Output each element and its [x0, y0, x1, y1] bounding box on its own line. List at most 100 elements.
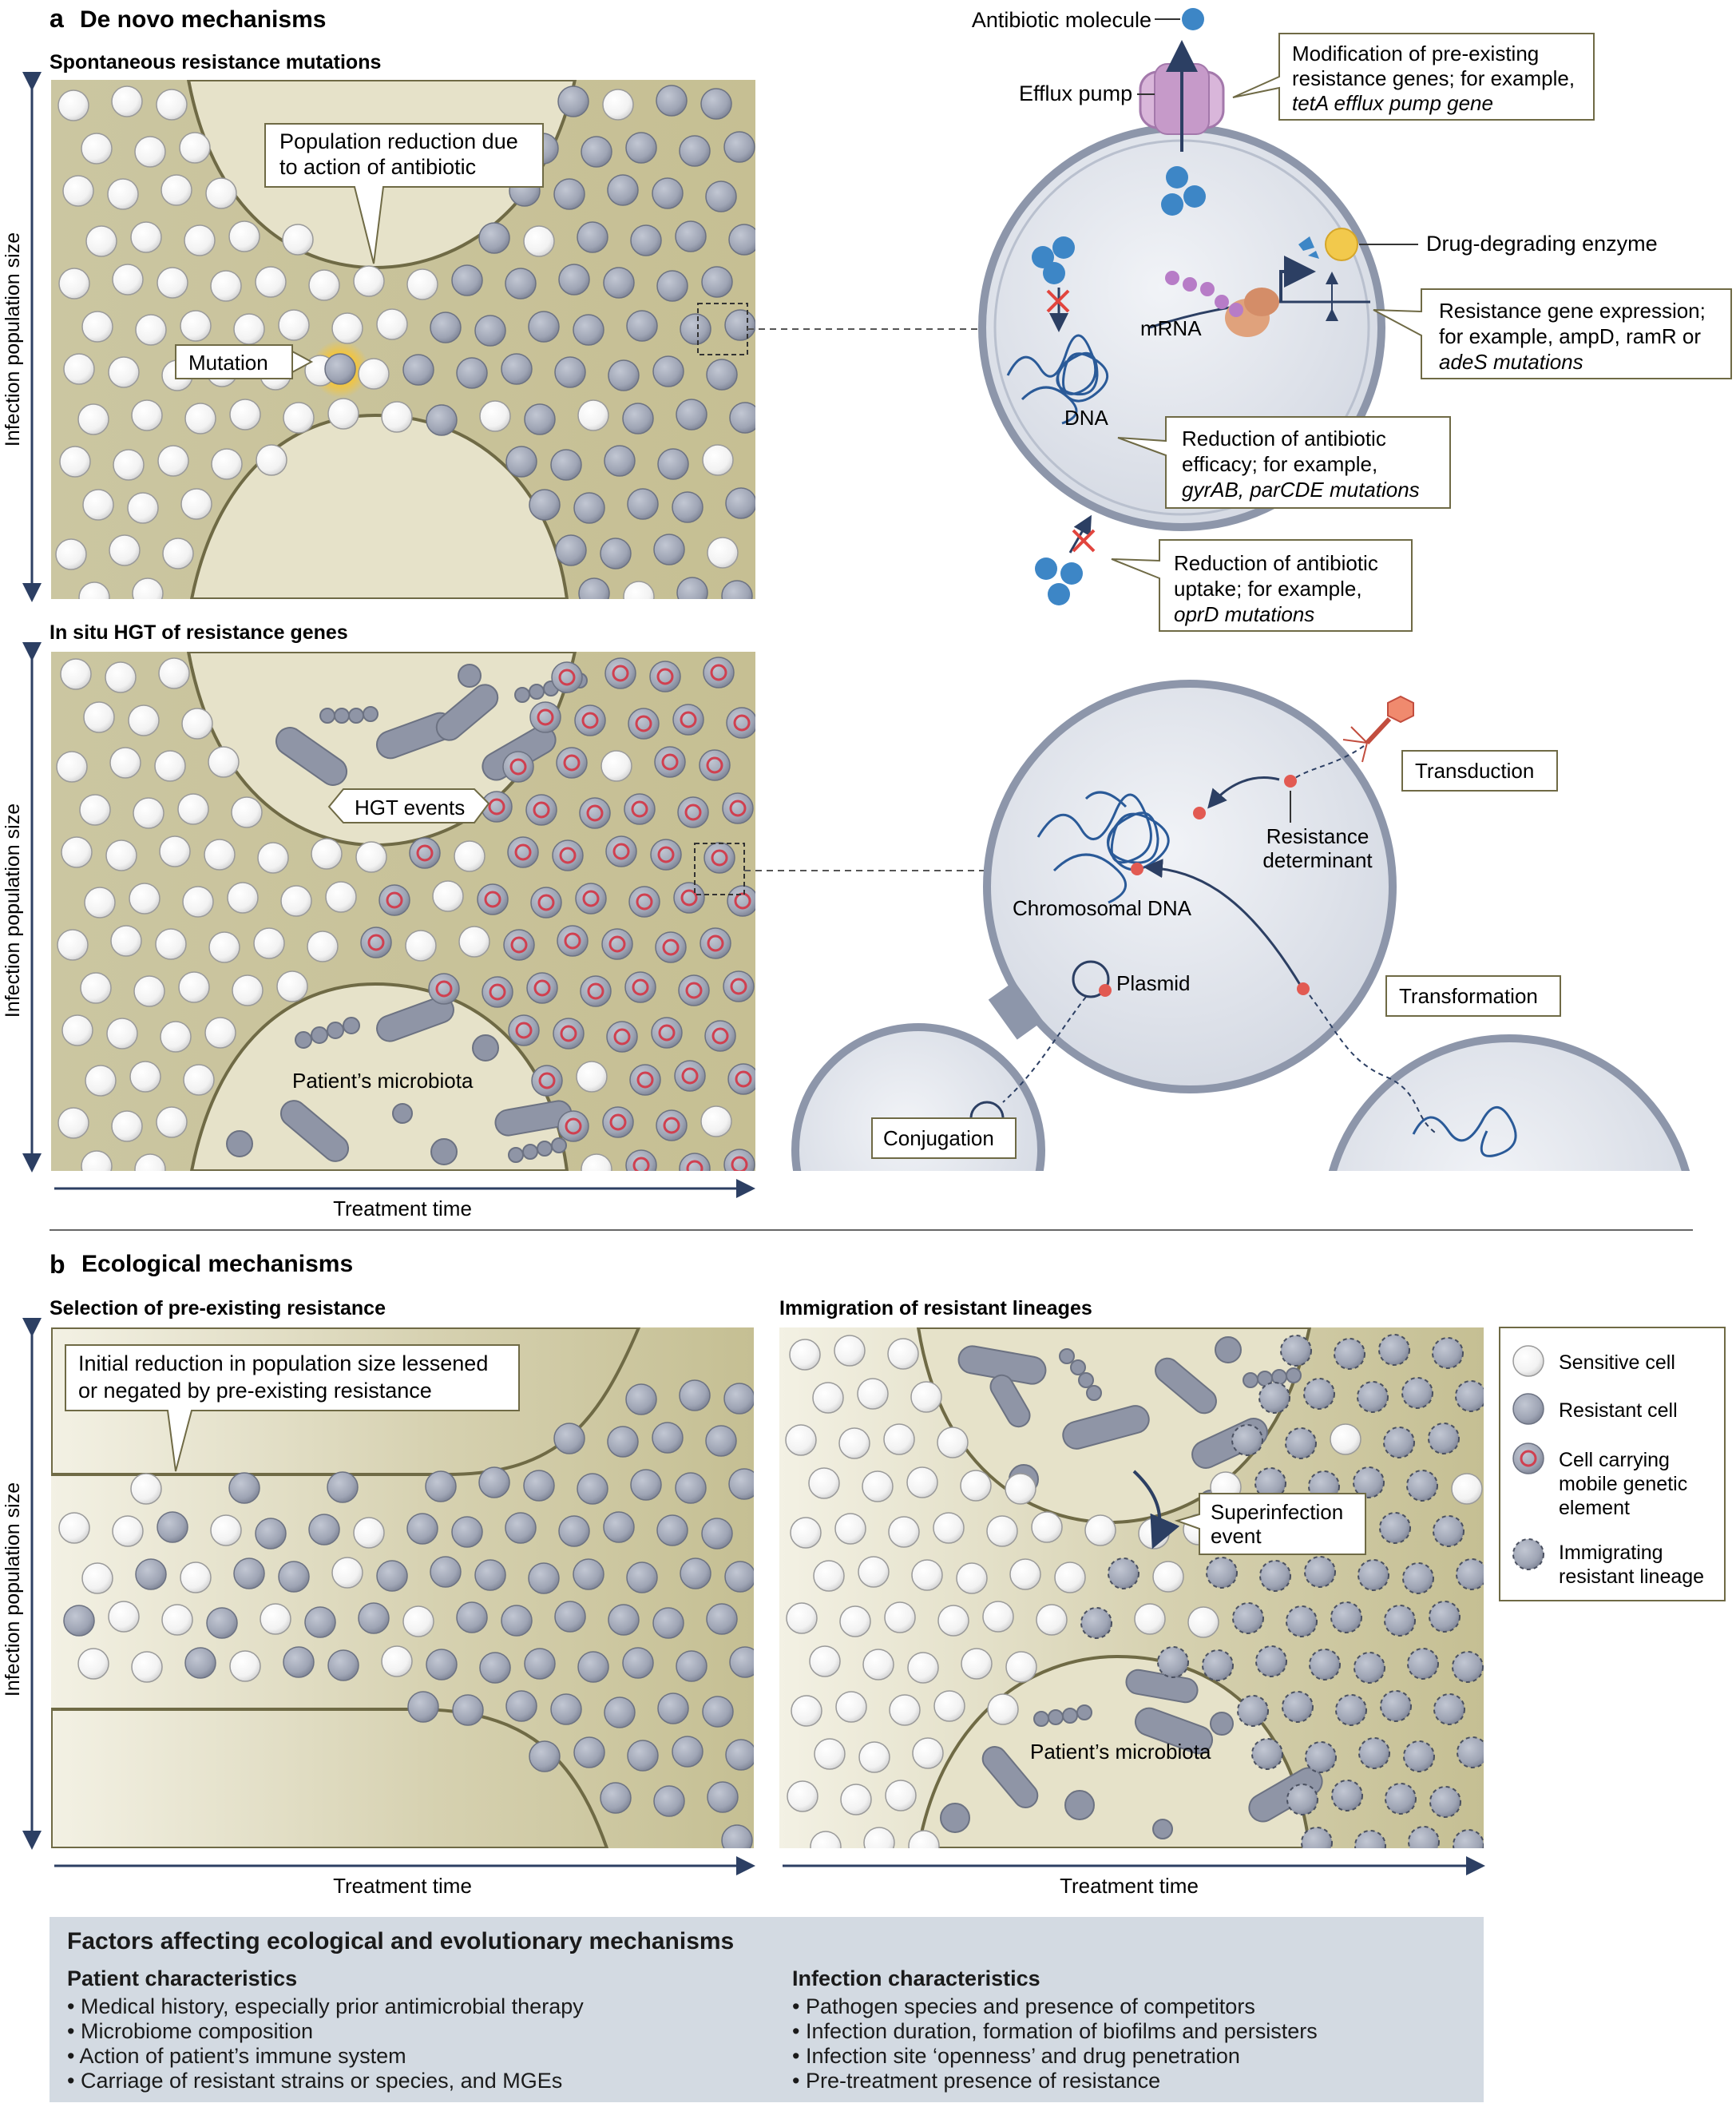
infection-heading: Infection characteristics [792, 1966, 1040, 1990]
mge-ring [612, 665, 629, 682]
resistant-cell [625, 132, 657, 164]
immigrating-cell [1231, 1424, 1263, 1456]
immigrating-cell [1331, 1780, 1363, 1811]
sensitive-cell [131, 399, 163, 431]
immigrating-cell [1305, 1741, 1337, 1773]
resistant-cell [679, 1379, 711, 1411]
mge-ring [685, 982, 703, 999]
mge-ring [586, 804, 604, 822]
sensitive-cell [81, 311, 113, 343]
resistant-cell [426, 404, 458, 436]
mge-ring [515, 1022, 533, 1039]
resistant-cell [701, 1518, 733, 1550]
reduction-callout [264, 123, 544, 264]
sensitive-cell [57, 89, 89, 121]
legend-sensitive-label: Sensitive cell [1559, 1351, 1675, 1374]
resistant-cell [577, 1473, 608, 1505]
factors-box: Factors affecting ecological and evoluti… [50, 1917, 1484, 2102]
hgt-events-callout [327, 788, 490, 823]
mge-ring [488, 798, 505, 815]
transduction-label: Transduction [1415, 759, 1534, 783]
sensitive-cell [59, 446, 91, 478]
resistant-cell [729, 1646, 754, 1678]
immigrating-cell [1303, 1378, 1335, 1410]
immigrating-cell [1202, 1649, 1234, 1681]
mge-ring [711, 1027, 729, 1045]
mge-cell [503, 929, 535, 961]
resistant-cell [724, 1561, 754, 1593]
patient-item: Microbiome composition [67, 2019, 770, 2044]
mge-cell [624, 971, 656, 1003]
mge-cell [726, 707, 755, 739]
resistant-cell [724, 309, 755, 341]
sensitive-cell [156, 89, 188, 121]
resistant-cell [675, 1472, 707, 1504]
mge-cell [674, 1060, 706, 1092]
sensitive-cell [83, 701, 115, 733]
legend-resistant-icon [1512, 1393, 1544, 1425]
immigrating-cell [1157, 1646, 1189, 1678]
resistant-cell [228, 1472, 260, 1504]
sensitive-cell [179, 132, 211, 164]
resistant-cell [505, 1512, 537, 1544]
x-axis-a2-label: Treatment time [333, 1196, 472, 1220]
sensitive-cell [907, 1652, 939, 1684]
sensitive-cell [577, 399, 609, 431]
sensitive-cell [1152, 1561, 1184, 1593]
sensitive-cell [109, 534, 141, 566]
panel-b-title: Ecological mechanisms [81, 1251, 353, 1277]
sensitive-cell [707, 537, 739, 569]
infection-item: Infection site ‘openness’ and drug penet… [792, 2044, 1495, 2069]
mge-cell [677, 796, 709, 828]
sensitive-cell [888, 1516, 920, 1548]
expression-line1: Resistance gene expression; [1439, 299, 1706, 323]
resistant-cell [721, 1824, 753, 1848]
resistant-cell [63, 1605, 95, 1637]
immigrating-cell [1259, 1560, 1291, 1592]
resistant-cell [700, 88, 732, 120]
resistant-cell [573, 1736, 605, 1768]
sensitive-cell [56, 751, 88, 783]
sensitive-cell [933, 1512, 965, 1544]
sensitive-cell [112, 1515, 144, 1547]
sensitive-cell [1054, 1561, 1086, 1593]
mge-ring [681, 1067, 699, 1085]
immigrating-cell [1285, 1427, 1317, 1459]
resistant-cell [206, 1607, 238, 1639]
mge-cell [628, 886, 660, 918]
resistant-cell [528, 311, 560, 343]
sensitive-cell [308, 269, 340, 301]
immigrating-cell [1080, 1607, 1112, 1639]
sensitive-cell [85, 1065, 117, 1097]
resistant-cell [706, 359, 738, 391]
immigration-plot: Superinfection event Patient’s microbiot… [779, 1327, 1484, 1848]
sensitive-cell [810, 1831, 842, 1848]
mge-ring [632, 978, 649, 996]
resistant-cell [358, 1602, 390, 1634]
sensitive-cell [1187, 1606, 1219, 1638]
resistant-cell [505, 268, 537, 300]
resistant-cell [607, 174, 639, 206]
mge-cell [723, 970, 755, 1002]
mge-ring [587, 982, 604, 1000]
resistant-cell [672, 491, 704, 523]
sensitive-cell [256, 444, 287, 476]
resistant-cell [577, 1651, 609, 1683]
sensitive-cell [57, 1107, 89, 1139]
sensitive-cell [58, 268, 90, 300]
sensitive-cell [79, 794, 111, 826]
sensitive-cell [839, 1605, 871, 1637]
sensitive-cell [204, 839, 236, 871]
resistant-cell [505, 446, 537, 478]
sensitive-cell [331, 1557, 363, 1589]
sensitive-cell [156, 1106, 188, 1138]
resistant-cell [478, 1466, 510, 1498]
sensitive-cell [81, 1562, 113, 1594]
immigrating-cell [1334, 1338, 1365, 1370]
mge-cell [409, 837, 441, 869]
mge-ring [680, 889, 698, 907]
immigrating-cell [1456, 1558, 1484, 1590]
resistant-cell [721, 580, 753, 599]
mge-ring [735, 1070, 752, 1088]
